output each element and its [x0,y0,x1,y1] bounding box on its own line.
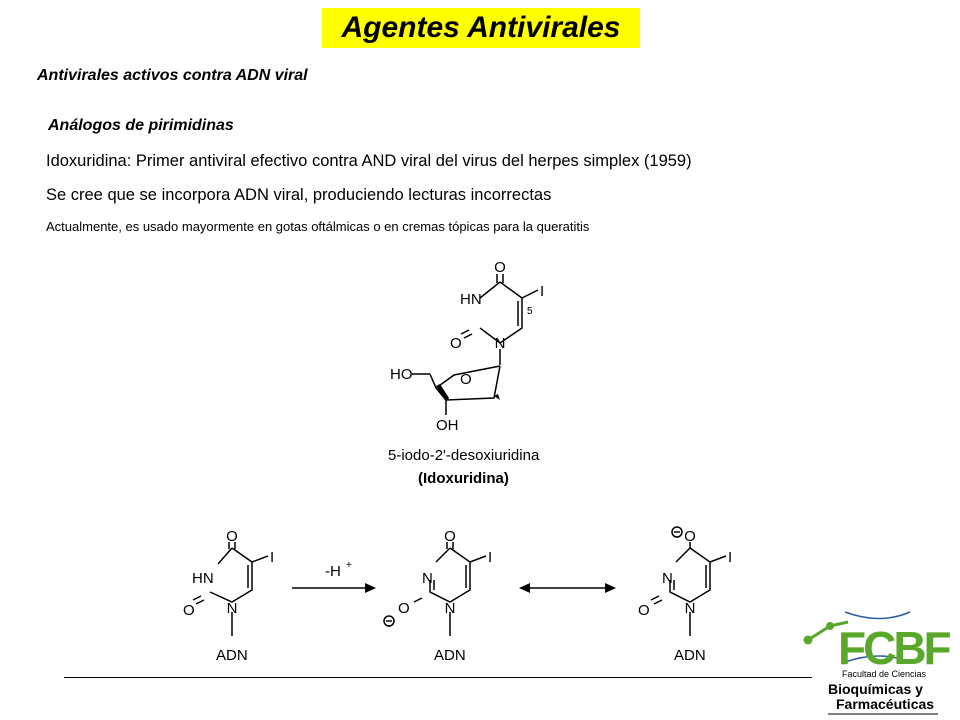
atom-label: N [227,600,238,617]
atom-label: I [270,549,274,566]
atom-label: HN [192,570,214,587]
atom-label: O [450,335,462,352]
section-heading: Antivirales activos contra ADN viral [37,67,308,84]
subsection-heading: Análogos de pirimidinas [48,117,234,134]
reaction-superscript: + [346,560,352,571]
atom-label: I [488,549,492,566]
atom-label: O [494,259,506,276]
atom-label: HO [390,366,413,383]
atom-label: I [540,283,544,300]
atom-label: O [684,528,696,545]
atom-label: HN [460,291,482,308]
paragraph-2: Se cree que se incorpora ADN viral, prod… [46,186,552,204]
atom-label: O [638,602,650,619]
substituent-label: ADN [674,647,706,664]
logo-line-1: Facultad de Ciencias [842,669,927,679]
atom-label: O [183,602,195,619]
atom-label: N [685,600,696,617]
molecule-dot-icon [826,622,834,630]
paragraph-1: Idoxuridina: Primer antiviral efectivo c… [46,152,692,170]
logo-line-3: Farmacéuticas [836,696,934,712]
substituent-label: ADN [216,647,248,664]
position-label: 5 [527,306,533,317]
atom-label: N [495,335,506,352]
atom-label: N [662,570,673,587]
atom-label: N [445,600,456,617]
atom-label: N [422,570,433,587]
title-banner: Agentes Antivirales [322,8,640,48]
reaction-condition: -H [325,563,341,580]
atom-label: O [226,528,238,545]
paragraph-3: Actualmente, es usado mayormente en gota… [46,219,590,234]
dna-helix-icon [844,611,911,663]
molecule-common-name: (Idoxuridina) [418,470,509,487]
atom-label: O [460,371,472,388]
logo-letters: FCBF [838,622,951,674]
molecule-dot-icon [803,635,813,645]
faculty-logo: FCBF Facultad de Ciencias Bioquímicas y … [803,611,954,715]
atom-label: O [444,528,456,545]
footer-divider [64,677,812,678]
logo-line-2: Bioquímicas y [828,681,923,697]
atom-label: OH [436,417,459,434]
molecule-name: 5-iodo-2'-desoxiuridina [388,447,540,464]
page-title: Agentes Antivirales [341,11,621,44]
substituent-label: ADN [434,647,466,664]
atom-label: O [398,600,410,617]
atom-label: I [728,549,732,566]
